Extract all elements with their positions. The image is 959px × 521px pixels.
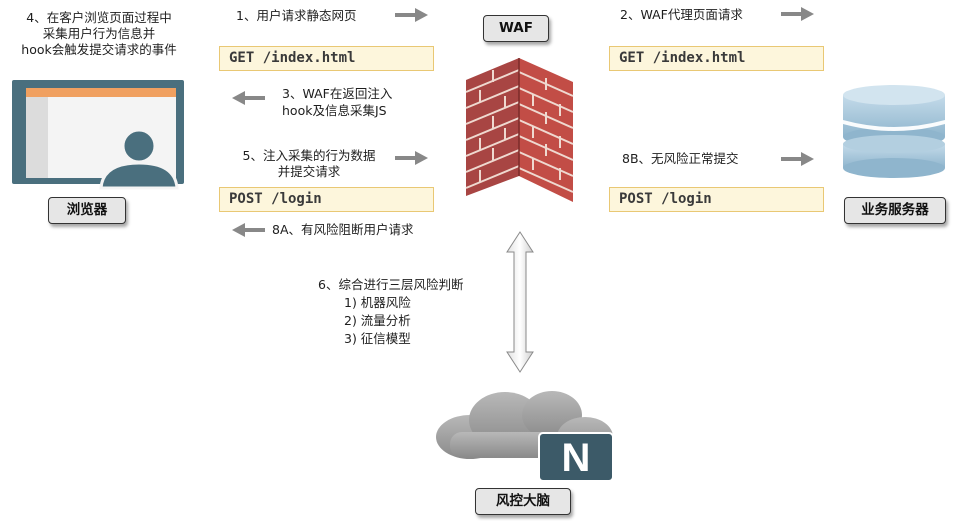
step1-label: 1、用户请求静态网页 — [236, 8, 357, 23]
step8b-label: 8B、无风险正常提交 — [622, 151, 739, 166]
n-logo-icon: N — [538, 432, 614, 482]
step6-item-2: 2) 流量分析 — [344, 313, 411, 328]
get-request-right: GET /index.html — [609, 46, 824, 71]
step4-line2: 采集用户行为信息并 — [42, 26, 156, 41]
step8a-label: 8A、有风险阻断用户请求 — [272, 222, 414, 237]
step5-line2: 并提交请求 — [277, 164, 341, 179]
arrow-step3 — [232, 91, 265, 105]
flow-arrows — [232, 7, 814, 237]
arrow-step8a — [232, 223, 265, 237]
step4-line1: 4、在客户浏览页面过程中 — [26, 10, 172, 25]
step3-text: 3、WAF在返回注入 hook及信息采集JS — [282, 85, 392, 119]
step2-label: 2、WAF代理页面请求 — [620, 7, 743, 22]
step6-item-1: 1) 机器风险 — [344, 295, 411, 310]
step4-line3: hook会触发提交请求的事件 — [21, 42, 177, 57]
database-icon — [843, 85, 945, 178]
step3-line2: hook及信息采集JS — [282, 103, 387, 118]
arrow-step5 — [395, 151, 428, 165]
brick-wall-icon — [465, 58, 574, 202]
step4-text: 4、在客户浏览页面过程中 采集用户行为信息并 hook会触发提交请求的事件 — [4, 10, 194, 58]
n-logo-letter: N — [562, 436, 591, 480]
step3-line1: 3、WAF在返回注入 — [282, 86, 393, 101]
step6-item-3: 3) 征信模型 — [344, 331, 411, 346]
arrow-step2 — [781, 7, 814, 21]
step5-text: 5、注入采集的行为数据 并提交请求 — [220, 148, 398, 180]
user-silhouette-icon — [99, 128, 179, 190]
server-label: 业务服务器 — [844, 197, 946, 224]
get-request-left: GET /index.html — [219, 46, 434, 71]
browser-label: 浏览器 — [48, 197, 126, 224]
step6-text: 6、综合进行三层风险判断 1) 机器风险 2) 流量分析 3) 征信模型 — [318, 276, 463, 348]
waf-brain-double-arrow — [506, 231, 534, 373]
arrow-step1 — [395, 8, 428, 22]
step5-line1: 5、注入采集的行为数据 — [242, 148, 376, 163]
post-request-left: POST /login — [219, 187, 434, 212]
brain-label: 风控大脑 — [475, 488, 571, 515]
post-request-right: POST /login — [609, 187, 824, 212]
step6-title: 6、综合进行三层风险判断 — [318, 277, 464, 292]
arrow-step8b — [781, 152, 814, 166]
waf-label: WAF — [483, 15, 549, 42]
